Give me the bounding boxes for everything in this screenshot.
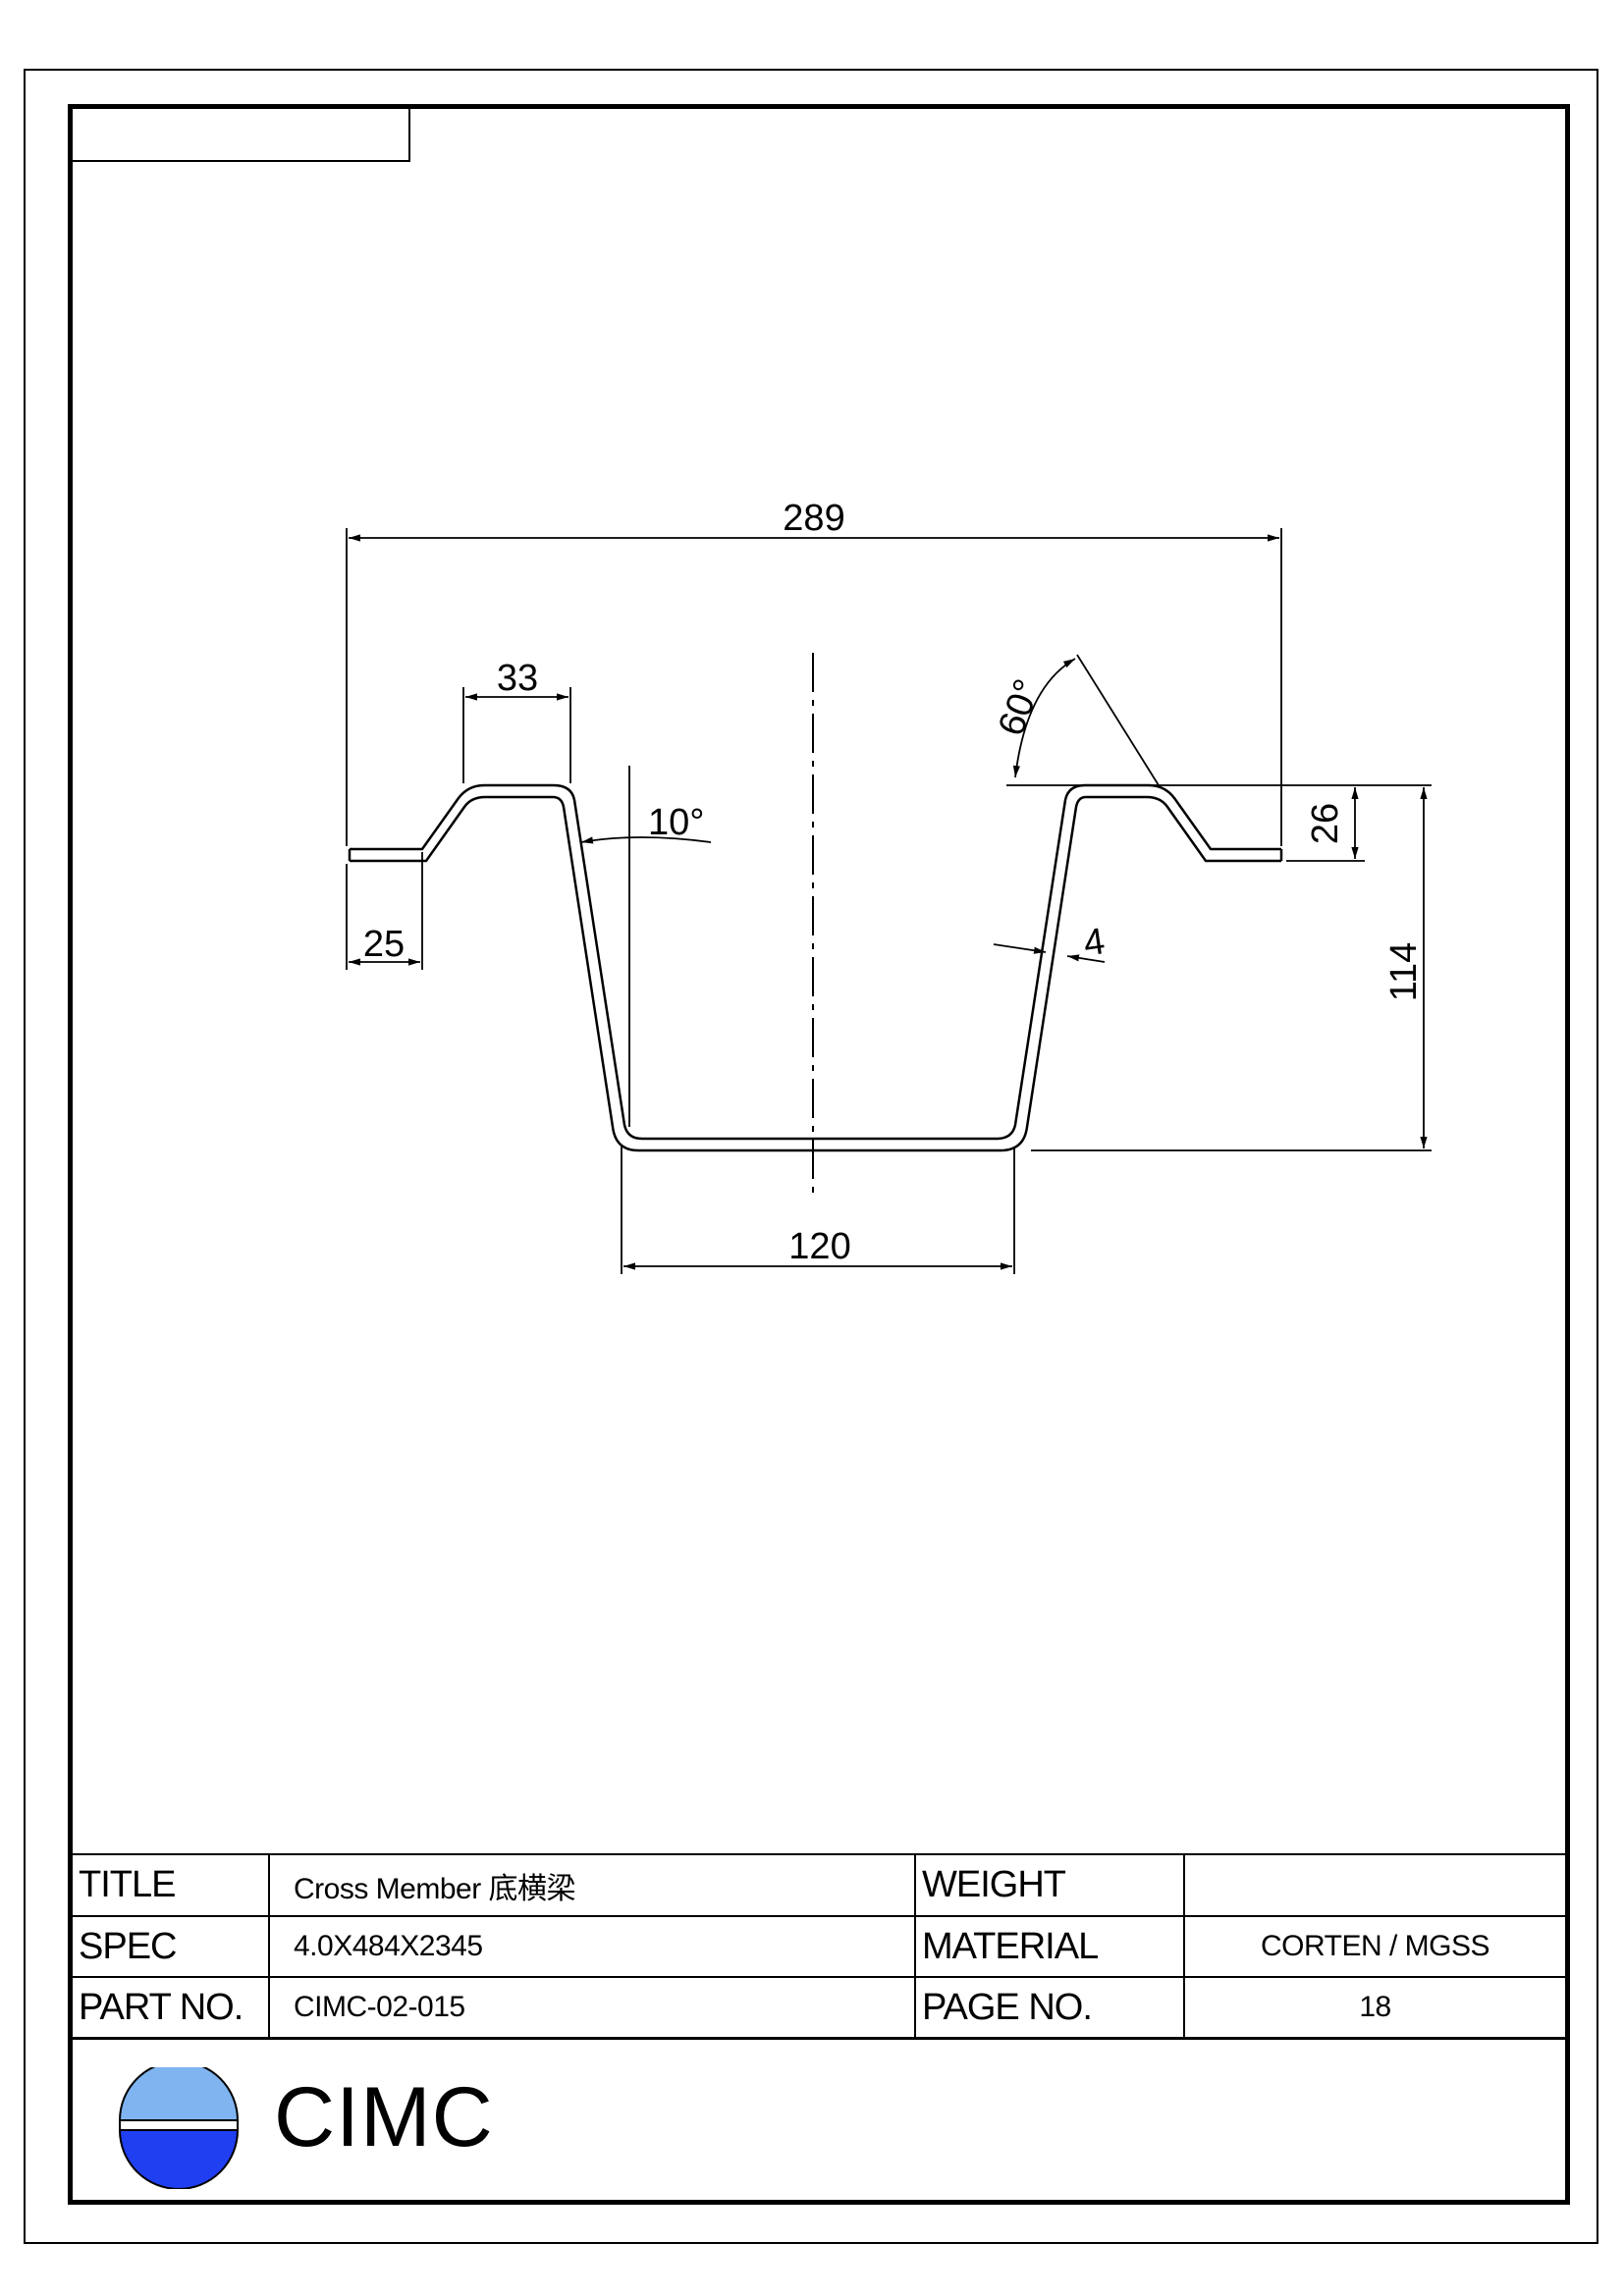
outer-frame (24, 69, 1598, 2244)
profile-outline-inner (350, 795, 1281, 1152)
dim-angle-flange: 60° (991, 674, 1049, 741)
dim-angle-web: 10° (648, 802, 704, 843)
weight-value (1183, 1855, 1565, 1917)
title-value: Cross Member 底横梁 (268, 1855, 916, 1917)
arc-web-angle (580, 836, 712, 844)
logo-row: CIMC (73, 2038, 1565, 2200)
dim-overall-width: 289 (783, 498, 844, 539)
material-label: MATERIAL (914, 1915, 1185, 1978)
spec-value: 4.0X484X2345 (268, 1915, 916, 1978)
dim-total-height: 114 (1383, 942, 1425, 1002)
dim-bottom-width: 120 (788, 1226, 850, 1267)
arc-flange-angle (1012, 658, 1076, 778)
company-logo-text: CIMC (274, 2070, 494, 2164)
title-label: TITLE (73, 1855, 270, 1917)
profile-outline-outer (350, 783, 1281, 1141)
page-no-label: PAGE NO. (914, 1976, 1185, 2039)
dim-thickness: 4 (1081, 921, 1108, 965)
page-no-value: 18 (1183, 1976, 1565, 2039)
drawing-frame (68, 104, 1570, 2205)
part-no-value: CIMC-02-015 (268, 1976, 916, 2039)
corner-stamp-box (73, 109, 410, 162)
weight-label: WEIGHT (914, 1855, 1185, 1917)
dim-flange-top: 33 (497, 658, 538, 699)
title-block: TITLE Cross Member 底横梁 WEIGHT SPEC 4.0X4… (73, 1853, 1565, 2039)
spec-label: SPEC (73, 1915, 270, 1978)
part-no-label: PART NO. (73, 1976, 270, 2039)
material-value: CORTEN / MGSS (1183, 1915, 1565, 1978)
cimc-logo-icon (118, 2067, 240, 2189)
dim-flange-height: 26 (1305, 803, 1346, 844)
dim-lip: 25 (363, 924, 405, 965)
